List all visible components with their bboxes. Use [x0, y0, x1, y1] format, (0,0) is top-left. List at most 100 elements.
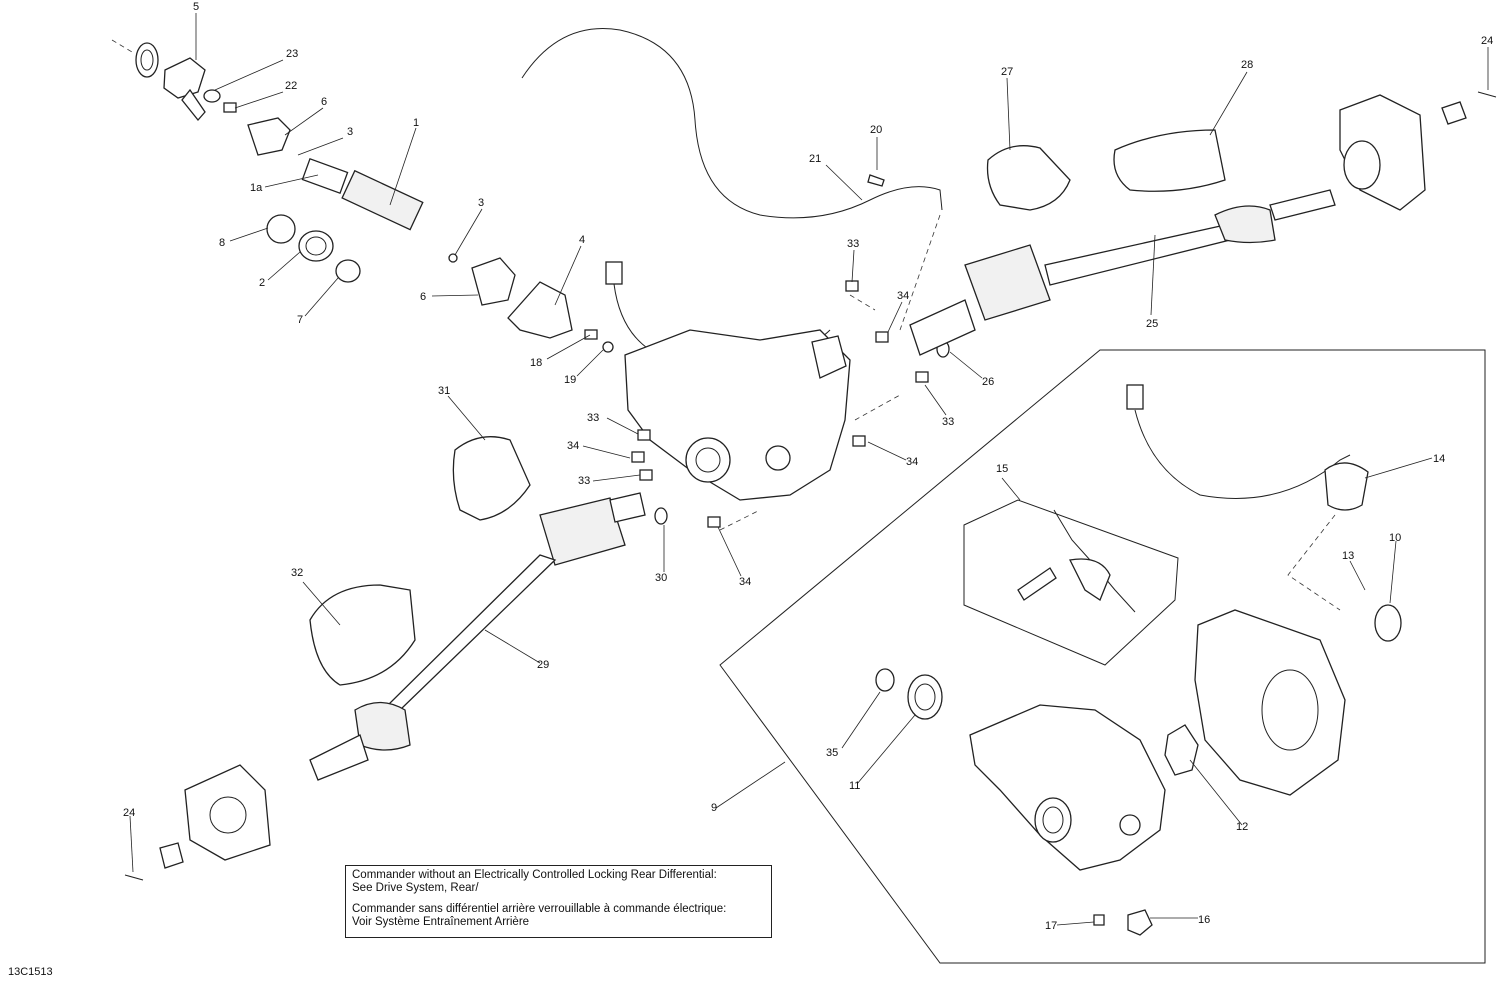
flange-yoke-part [507, 281, 573, 339]
callout-label: 12 [1236, 821, 1248, 833]
seal-ring-part [135, 42, 159, 78]
note-english-line-1: Commander without an Electrically Contro… [352, 869, 717, 881]
castle-nut-part [159, 842, 184, 869]
castle-nut-part [1441, 101, 1467, 125]
bolt-part [223, 102, 237, 113]
washer-part [203, 89, 221, 103]
callout-labels: 5 23 22 6 3 1 1a 8 2 7 3 6 4 18 19 20 21… [123, 1, 1493, 932]
retainer-clip-part [448, 253, 458, 263]
left-drive-axle [124, 436, 646, 881]
callout-label: 34 [897, 290, 909, 302]
callout-label: 33 [587, 412, 599, 424]
connector-part [605, 261, 623, 285]
bolt-part [639, 469, 653, 481]
callout-label: 33 [578, 475, 590, 487]
connector-part [1126, 384, 1144, 410]
callout-label: 17 [1045, 920, 1057, 932]
circlip-part [654, 507, 668, 525]
callout-label: 6 [420, 291, 426, 303]
cv-boot-inner-part [1113, 129, 1226, 192]
callout-label: 31 [438, 385, 450, 397]
differential-body-part [969, 704, 1166, 871]
callout-label: 14 [1433, 453, 1445, 465]
callout-label: 1 [413, 117, 419, 129]
fill-plug-part [1127, 909, 1153, 936]
cv-boot-outer-part [986, 145, 1071, 211]
callout-label: 19 [564, 374, 576, 386]
bolt-part [875, 331, 889, 343]
yoke-part [163, 57, 206, 99]
driveshaft-assembly [111, 39, 573, 339]
shift-fork-detail-frame [963, 499, 1179, 666]
actuator-part [811, 335, 847, 379]
differential-detail-frame [719, 349, 1486, 964]
bolt-part [845, 280, 859, 292]
washer-part [602, 341, 614, 353]
harness-clip-part [867, 174, 885, 187]
callout-label: 3 [478, 197, 484, 209]
callout-label: 4 [579, 234, 585, 246]
callout-label: 7 [297, 314, 303, 326]
callout-label: 33 [942, 416, 954, 428]
cv-boot-part [452, 436, 531, 521]
callout-label: 8 [219, 237, 225, 249]
slip-yoke-part [301, 157, 349, 195]
differential-detail [875, 384, 1402, 936]
bolt-part [852, 435, 866, 447]
leader-lines [129, 13, 1489, 926]
callout-label: 16 [1198, 914, 1210, 926]
callout-label: 21 [809, 153, 821, 165]
callout-label: 22 [285, 80, 297, 92]
callout-label: 3 [347, 126, 353, 138]
bolt-part [631, 451, 645, 463]
right-drive-axle [909, 91, 1497, 356]
callout-label: 30 [655, 572, 667, 584]
oil-seal-part [907, 674, 943, 720]
callout-label: 32 [291, 567, 303, 579]
detail-frames [719, 349, 1486, 964]
callout-label: 9 [711, 802, 717, 814]
actuator-part [1324, 462, 1369, 511]
drawing-number: 13C1513 [8, 966, 53, 978]
wheel-hub-part [184, 764, 271, 861]
callout-label: 27 [1001, 66, 1013, 78]
oil-seal-part [1374, 604, 1402, 642]
ring-gear-part [1164, 724, 1199, 776]
callout-label: 24 [123, 807, 135, 819]
bushing-part [875, 668, 895, 692]
callout-label: 24 [1481, 35, 1493, 47]
drain-plug-part [1093, 914, 1105, 926]
callout-label: 28 [1241, 59, 1253, 71]
reference-note: Commander without an Electrically Contro… [345, 865, 772, 938]
callout-label: 6 [321, 96, 327, 108]
note-french-line-1: Commander sans différentiel arrière verr… [352, 903, 727, 915]
boot-seal-part [298, 230, 334, 262]
note-french-line-2: Voir Système Entraînement Arrière [352, 916, 530, 928]
callout-label: 5 [193, 1, 199, 13]
callout-label: 35 [826, 747, 838, 759]
callout-label: 1a [250, 182, 263, 194]
clamp-part [335, 259, 361, 283]
bolt-part [915, 371, 929, 383]
callout-label: 11 [849, 780, 860, 792]
snap-ring-part [266, 214, 296, 244]
shift-fork-detail [1017, 509, 1136, 613]
callout-label: 34 [906, 456, 918, 468]
callout-label: 2 [259, 277, 265, 289]
cross-joint-part [471, 257, 516, 306]
cv-boot-part [309, 584, 416, 686]
callout-label: 23 [286, 48, 298, 60]
bolt-part [584, 329, 598, 340]
callout-label: 29 [537, 659, 549, 671]
bolt-part [707, 516, 721, 528]
callout-label: 20 [870, 124, 882, 136]
callout-label: 15 [996, 463, 1008, 475]
callout-label: 26 [982, 376, 994, 388]
driveshaft-tube-part [341, 169, 424, 231]
cross-joint-part [247, 117, 291, 156]
callout-label: 18 [530, 357, 542, 369]
fastener-bolts [631, 280, 950, 531]
callout-label: 13 [1342, 550, 1354, 562]
bolt-part [637, 429, 651, 441]
